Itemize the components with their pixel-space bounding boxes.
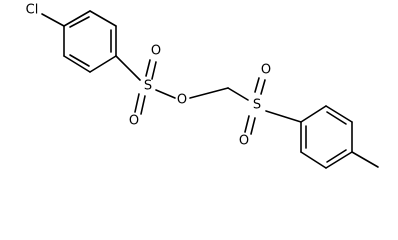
chlorine-atom-label: Cl — [26, 3, 39, 18]
ring-s1-bond — [115, 55, 141, 81]
tolyl-ring — [300, 105, 353, 169]
s1-o-upper-double-bond — [145, 59, 157, 80]
sulfur-atom-label-1: S — [144, 79, 152, 94]
oxygen-atom-label-ester: O — [177, 93, 187, 108]
s2-o-lower-double-bond — [244, 115, 256, 135]
s1-o-lower-double-bond — [134, 93, 146, 115]
methyl-bond — [351, 151, 379, 168]
s2-o-upper-double-bond — [254, 77, 266, 95]
oxygen-atom-label-s2-upper: O — [261, 63, 271, 78]
ester-o-ch2-bond — [189, 87, 229, 99]
ch2-s2-bond — [227, 87, 249, 101]
oxygen-atom-label-s2-lower: O — [239, 134, 249, 149]
oxygen-atom-label-s1-lower: O — [129, 114, 139, 129]
chlorophenyl-ring — [63, 10, 117, 73]
c-cl-bond — [41, 13, 65, 27]
sulfur-atom-label-2: S — [253, 98, 261, 113]
s1-ester-o-bond — [155, 89, 176, 99]
s2-ring-bond — [265, 110, 302, 123]
oxygen-atom-label-s1-upper: O — [151, 44, 161, 59]
chemical-structure-diagram: Cl S O O O S O O — [26, 3, 379, 169]
